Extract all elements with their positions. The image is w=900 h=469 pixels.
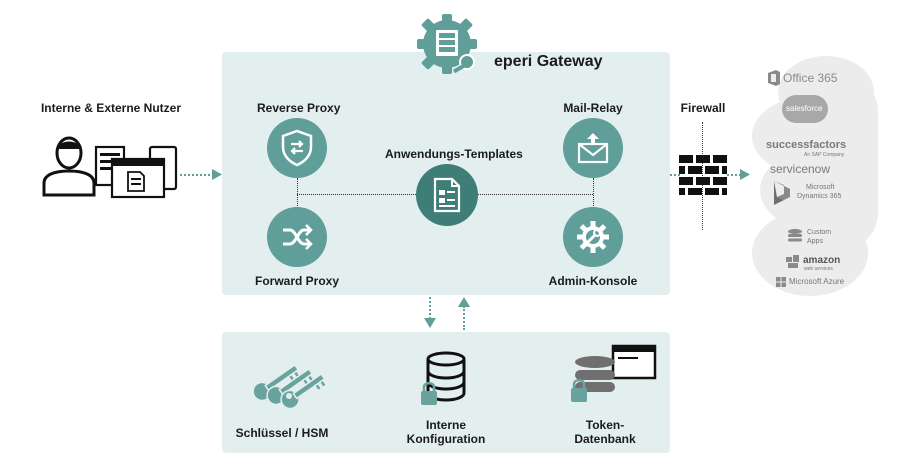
connector-mail-admin (593, 178, 594, 210)
aws-logo-icon (786, 255, 799, 268)
user-person-icon (42, 136, 96, 197)
firewall-brick-icon (679, 155, 727, 195)
custom-apps-label-line2: Apps (807, 238, 823, 245)
admin-console-label: Admin-Konsole (548, 274, 638, 288)
successfactors-subtitle: An SAP Company (804, 152, 845, 158)
forward-proxy-node (267, 207, 327, 267)
successfactors-label: successfactors (766, 139, 847, 151)
shield-arrows-icon (281, 129, 313, 167)
arrow-up-icon (458, 297, 470, 307)
office365-label: Office 365 (783, 71, 838, 85)
azure-label: Microsoft Azure (789, 277, 845, 286)
firewall-line (702, 122, 703, 230)
keys-hsm-icon (252, 363, 328, 408)
users-to-gateway-connector (180, 174, 214, 176)
token-db-label-line1: Token- (585, 418, 625, 432)
reverse-proxy-node (267, 118, 327, 178)
keys-hsm-label: Schlüssel / HSM (235, 426, 329, 440)
shuffle-icon (283, 224, 313, 250)
gateway-to-firewall-connector (670, 174, 680, 176)
connector-templates-right (477, 194, 593, 195)
dynamics365-label-line1: Microsoft (806, 184, 835, 191)
salesforce-logo (782, 95, 828, 123)
gateway-to-storage-connector (429, 297, 431, 319)
office365-logo-icon (768, 70, 780, 86)
config-label-line1: Interne (425, 418, 466, 432)
firewall-label: Firewall (680, 101, 726, 115)
forward-proxy-label: Forward Proxy (255, 274, 340, 288)
templates-node (416, 164, 478, 226)
dynamics365-label-line2: Dynamics 365 (797, 193, 842, 200)
template-document-icon (433, 177, 461, 213)
arrow-down-icon (424, 318, 436, 328)
gear-wrench-icon (577, 221, 609, 253)
database-icon (788, 229, 802, 242)
database-lock-icon (421, 351, 466, 405)
servicenow-label: servicenow (770, 162, 831, 176)
mail-upload-icon (577, 133, 609, 164)
custom-apps-label-line1: Custom (807, 229, 832, 236)
config-label-line2: Konfiguration (406, 432, 486, 446)
arrow-right-icon (740, 169, 750, 180)
gateway-title: eperi Gateway (494, 53, 603, 70)
dynamics365-logo-icon (774, 181, 790, 205)
salesforce-label: salesforce (786, 104, 823, 113)
token-database-icon (571, 344, 657, 402)
amazon-subtitle: web services (804, 266, 833, 272)
mail-relay-node (563, 118, 623, 178)
templates-label: Anwendungs-Templates (385, 147, 523, 161)
gateway-gear-icon (417, 14, 477, 74)
reverse-proxy-label: Reverse Proxy (257, 101, 341, 115)
windows-logo-icon (776, 277, 786, 287)
users-label: Interne & Externe Nutzer (40, 101, 182, 115)
amazon-label: amazon (803, 255, 841, 266)
firewall-to-cloud-connector (727, 174, 741, 176)
arrow-right-icon (212, 169, 222, 180)
token-db-label-line2: Datenbank (574, 432, 636, 446)
connector-left-templates (297, 194, 418, 195)
mail-relay-label: Mail-Relay (563, 101, 623, 115)
storage-to-gateway-connector (463, 306, 465, 330)
admin-console-node (563, 207, 623, 267)
user-devices-icon (94, 145, 178, 199)
